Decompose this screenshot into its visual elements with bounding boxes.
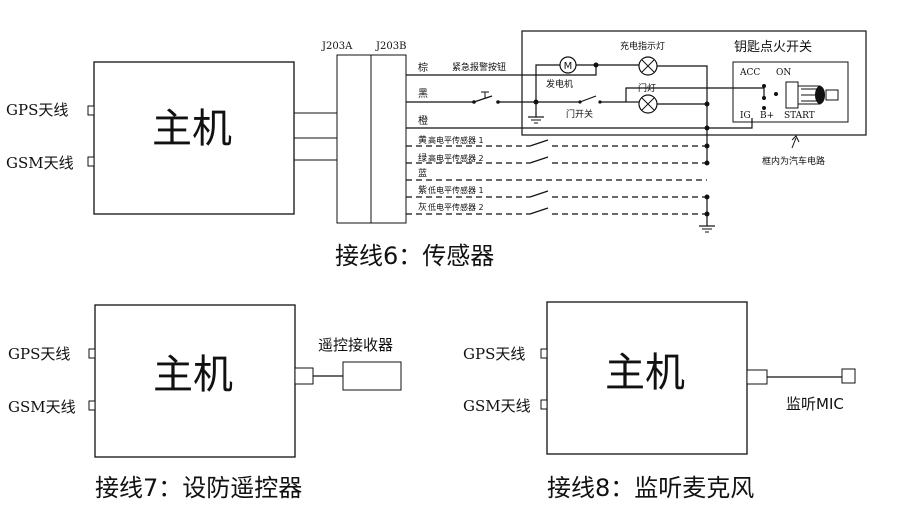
low-sensor-1-label: 低电平传感器 1 bbox=[428, 185, 484, 195]
start-label: START bbox=[784, 111, 815, 121]
switch-contact bbox=[598, 100, 602, 104]
high-sensor-2-switch bbox=[529, 156, 549, 164]
charge-lamp-wire bbox=[657, 65, 708, 128]
car-circuit-frame bbox=[521, 30, 867, 136]
gps-antenna-label: GPS天线 bbox=[8, 345, 70, 363]
ig-label: IG bbox=[740, 111, 751, 121]
wire-green-label: 绿 bbox=[418, 152, 427, 164]
low-sensor-2-label: 低电平传感器 2 bbox=[428, 202, 484, 212]
host-unit-label: 主机 bbox=[605, 350, 685, 396]
mic-label: 监听MIC bbox=[786, 395, 844, 413]
junction-dot bbox=[704, 194, 710, 200]
gsm-antenna-port bbox=[88, 400, 96, 411]
mic-icon bbox=[841, 368, 856, 384]
low-sensor-1-switch bbox=[529, 190, 549, 198]
gsm-antenna-port bbox=[540, 399, 548, 410]
gsm-antenna-label: GSM天线 bbox=[8, 398, 76, 416]
door-lamp-cross bbox=[641, 97, 655, 111]
receiver-port bbox=[294, 367, 314, 385]
charge-lamp-cross bbox=[641, 59, 655, 73]
emergency-button-label: 紧急报警按钮 bbox=[452, 61, 506, 73]
caption-8: 接线8：监听麦克风 bbox=[547, 474, 754, 502]
junction-dot bbox=[704, 101, 710, 107]
junction-dot bbox=[704, 143, 710, 149]
junction-dot bbox=[704, 211, 710, 217]
connector-b bbox=[370, 54, 407, 224]
note-arrow bbox=[791, 137, 797, 149]
gps-antenna-label: GPS天线 bbox=[463, 345, 525, 363]
host-unit-label: 主机 bbox=[153, 352, 233, 398]
remote-receiver-label: 遥控接收器 bbox=[318, 336, 393, 354]
generator-ground-wire bbox=[535, 64, 560, 117]
caption-7: 接线7：设防遥控器 bbox=[95, 474, 302, 502]
gsm-antenna-label: GSM天线 bbox=[463, 397, 531, 415]
button-contact bbox=[496, 100, 500, 104]
b-plus-label: B+ bbox=[760, 111, 774, 121]
gps-antenna-port bbox=[87, 105, 95, 116]
host-unit-label: 主机 bbox=[152, 106, 232, 152]
caption-6: 接线6：传感器 bbox=[335, 242, 494, 270]
wire-brown-label: 棕 bbox=[418, 61, 428, 74]
door-switch-label: 门开关 bbox=[566, 108, 593, 120]
high-sensor-2-label: 高电平传感器 2 bbox=[428, 153, 484, 163]
generator-label: 发电机 bbox=[546, 78, 573, 90]
diagram-8: 主机 GPS天线 GSM天线 监听MIC 接线8：监听麦克风 bbox=[463, 301, 856, 502]
charge-lamp-label: 充电指示灯 bbox=[620, 40, 665, 52]
wire-orange-label: 橙 bbox=[418, 114, 428, 127]
gps-antenna-port bbox=[540, 348, 548, 359]
wire-blue-label: 蓝 bbox=[418, 167, 427, 179]
mic-port bbox=[746, 369, 768, 385]
diagram-6: 主机 GPS天线 GSM天线 J203A J203B 棕 黑 橙 黄 绿 蓝 紫… bbox=[6, 30, 867, 270]
low-sensor-2-switch bbox=[529, 207, 549, 215]
on-label: ON bbox=[776, 68, 791, 78]
wire-gray-label: 灰 bbox=[418, 201, 427, 213]
connector-a-label: J203A bbox=[321, 41, 353, 52]
door-switch bbox=[579, 95, 597, 103]
diagram-7: 主机 GPS天线 GSM天线 遥控接收器 接线7：设防遥控器 bbox=[8, 304, 402, 502]
gps-antenna-port bbox=[88, 348, 96, 359]
ig-wire bbox=[707, 118, 753, 129]
acc-wire bbox=[625, 87, 765, 102]
ignition-switch-label: 钥匙点火开关 bbox=[734, 40, 812, 55]
junction-dot bbox=[704, 160, 710, 166]
switch-contact bbox=[578, 100, 582, 104]
connector-a bbox=[336, 54, 372, 224]
acc-label: ACC bbox=[739, 68, 760, 78]
high-sensor-1-switch bbox=[529, 139, 549, 147]
ignition-switch-box bbox=[732, 61, 849, 123]
car-circuit-note: 框内为汽车电路 bbox=[762, 155, 825, 167]
generator-motor-letter: M bbox=[564, 61, 573, 72]
button-contact bbox=[472, 100, 476, 104]
connector-b-label: J203B bbox=[375, 41, 406, 52]
ignition-key-icon bbox=[785, 81, 839, 109]
remote-receiver bbox=[342, 361, 402, 391]
ignition-contact bbox=[762, 106, 766, 110]
gps-antenna-label: GPS天线 bbox=[6, 101, 68, 119]
wire-yellow-label: 黄 bbox=[418, 134, 427, 146]
wire-purple-label: 紫 bbox=[418, 185, 427, 196]
gsm-antenna-port bbox=[87, 156, 95, 167]
ignition-contact bbox=[762, 96, 766, 100]
ignition-contact bbox=[762, 84, 766, 88]
high-sensor-1-label: 高电平传感器 1 bbox=[428, 135, 484, 145]
emergency-button-switch bbox=[473, 95, 493, 103]
gsm-antenna-label: GSM天线 bbox=[6, 154, 74, 172]
wire-black-label: 黑 bbox=[418, 88, 428, 100]
note-arrow-head bbox=[791, 135, 800, 143]
ignition-contact bbox=[774, 92, 778, 96]
